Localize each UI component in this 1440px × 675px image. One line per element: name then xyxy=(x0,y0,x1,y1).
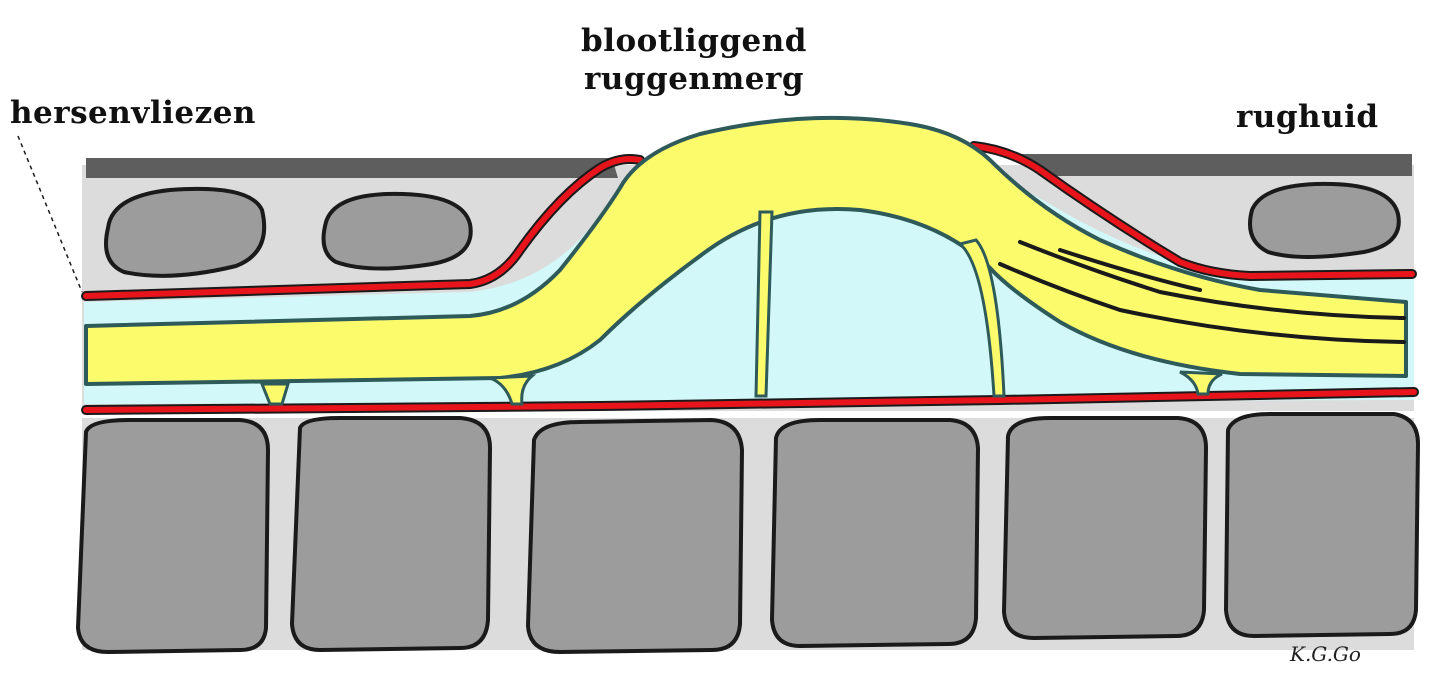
disc-strip xyxy=(82,418,1414,650)
back-skin-left xyxy=(86,158,618,178)
artist-signature: K.G.Go xyxy=(1290,642,1361,666)
vertebra-4 xyxy=(772,420,978,646)
vertebra-6 xyxy=(1226,414,1418,636)
label-spinal-cord-line2: ruggenmerg xyxy=(0,62,1440,96)
label-spinal-cord-line1: blootliggend xyxy=(0,24,1440,58)
oval-2 xyxy=(324,194,471,269)
vertebra-1 xyxy=(78,420,268,652)
meninges-leader-line xyxy=(18,136,82,292)
vertebra-5 xyxy=(1004,418,1206,638)
back-skin-right xyxy=(1010,154,1412,176)
vertebra-2 xyxy=(292,418,490,650)
oval-1 xyxy=(106,189,264,276)
oval-3 xyxy=(1250,184,1399,257)
label-meninges: hersenvliezen xyxy=(10,96,256,130)
label-back-skin: rughuid xyxy=(1236,100,1379,134)
vertebra-3 xyxy=(528,420,742,652)
